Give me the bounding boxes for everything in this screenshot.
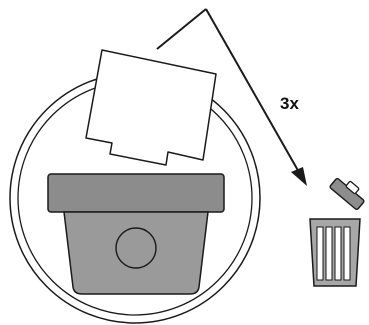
- trash-bin-lid: [329, 177, 365, 211]
- trash-bin-slot: [343, 226, 351, 281]
- dust-container-icon: [47, 173, 225, 295]
- dust-container-window: [115, 227, 157, 269]
- filter-pad-icon: [85, 49, 217, 166]
- move-arrow: [156, 8, 307, 186]
- filter-pad-sheet: [85, 49, 217, 166]
- arrow-head-icon: [291, 167, 307, 186]
- trash-bin-icon: [309, 177, 365, 287]
- arrow-right-leg: [205, 8, 301, 175]
- trash-bin-slot: [325, 226, 333, 281]
- arrow-left-leg: [156, 8, 207, 50]
- dust-container-rim: [47, 173, 225, 213]
- trash-bin-slot: [316, 226, 324, 281]
- repeat-count-label: 3x: [280, 94, 299, 113]
- trash-bin-slot: [334, 226, 342, 281]
